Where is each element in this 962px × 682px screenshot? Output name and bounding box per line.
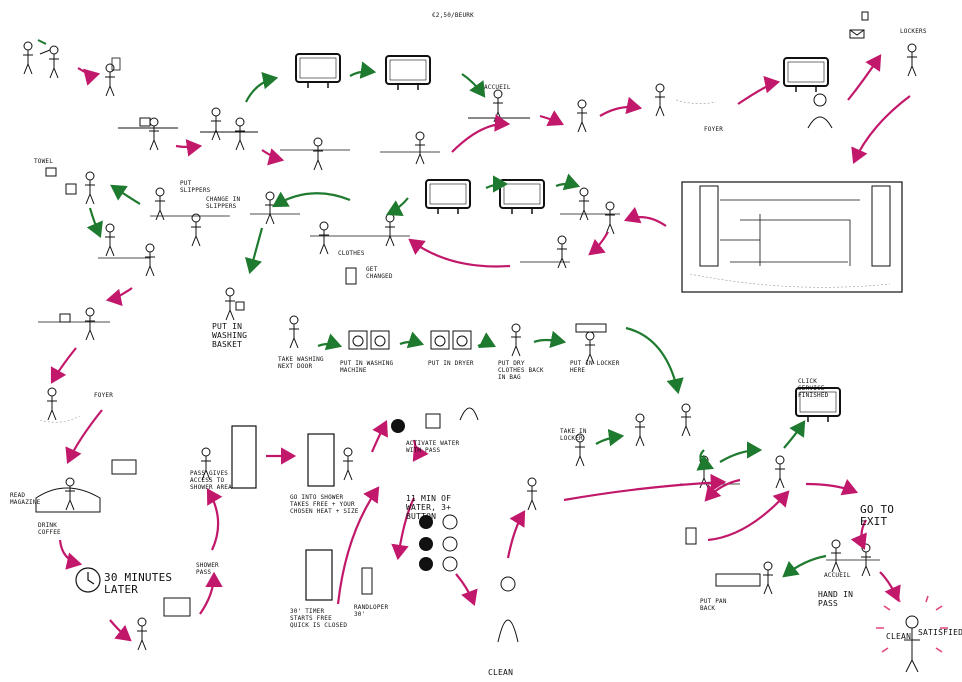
scene-hand-pass (826, 539, 880, 577)
scene-big-person (807, 93, 833, 129)
locker-here-label: put in locker here (570, 360, 620, 374)
lockers-label: lockers (900, 28, 927, 35)
dryer-label: put in dryer (428, 360, 474, 367)
scene-clothes (310, 213, 410, 285)
scene-pass-reader (391, 407, 479, 433)
pass-access-label: pass gives access to shower area (190, 470, 232, 491)
scene-shower-couple (98, 223, 156, 277)
put-slippers-label: put slippers (180, 180, 211, 194)
scene-shower-door (200, 425, 257, 489)
scene-counter (118, 117, 178, 151)
scene-foyer-top (654, 83, 717, 117)
scene-towel (45, 167, 96, 205)
scene-take-washing (288, 315, 300, 349)
min-of-water-label: 11 min of water, 3+ button (406, 494, 452, 521)
scene-reading (35, 459, 137, 513)
scene-soap (38, 307, 110, 341)
scene-foyer-left (39, 387, 81, 423)
scene-slippers (150, 187, 230, 247)
price-label: €2,50/beurk (432, 12, 474, 19)
towel-label: towel (34, 158, 54, 165)
accueil-bottom-label: accueil (824, 572, 851, 579)
scene-locker-bag (576, 99, 588, 133)
clean-end-label: clean (886, 632, 912, 641)
scene-accueil-pay (468, 89, 530, 123)
foyer-top-label: foyer (704, 126, 724, 133)
arrows-green (86, 61, 827, 578)
scene-clean-person (497, 576, 519, 643)
washer-1 (348, 330, 390, 350)
take-washing-label: take washing next door (278, 356, 324, 370)
activate-water-label: activate water with pass (406, 440, 460, 454)
scene-walk-1 (104, 57, 121, 97)
go-into-shower-label: go into shower takes free + your chosen … (290, 494, 359, 515)
scene-service (680, 455, 786, 545)
timer-starts-label: 30' timer starts free quick is closed (290, 608, 348, 629)
accueil-top-label: accueil (484, 84, 511, 91)
foyer-left-label: foyer (94, 392, 114, 399)
drink-coffee-label: drink coffee (38, 522, 61, 536)
clothes-label: clothes (338, 250, 365, 257)
arrows-magenta (50, 54, 911, 642)
washing-basket-label: put in washing basket (212, 322, 248, 349)
scene-satisfied (904, 615, 920, 673)
scene-paths (280, 131, 440, 171)
scene-lockers-icons (849, 11, 918, 77)
scene-dry-clothes (510, 323, 522, 357)
dry-clothes-label: put dry clothes back in bag (498, 360, 544, 381)
scene-changing-room (250, 191, 300, 225)
scene-accueil-2 (520, 235, 570, 269)
scene-locker-here (575, 323, 607, 365)
randloper-label: randloper 30' (354, 604, 389, 618)
screen-5 (499, 179, 545, 215)
scene-accueil-choice (200, 107, 258, 151)
screen-3 (783, 57, 829, 93)
go-to-exit-label: go to exit (860, 503, 895, 528)
scene-slippers-2 (634, 403, 692, 447)
satisfied-label: satisfied (918, 628, 962, 637)
pan-back-label: put pan back (700, 598, 727, 612)
click-service-label: click service finished (798, 378, 829, 399)
thirty-minutes-label: 30 minutes later (104, 571, 173, 596)
clean-bottom-label: clean (488, 668, 514, 677)
washing-machine-label: put in washing machine (340, 360, 394, 374)
screen-2 (385, 55, 431, 91)
screen-4 (425, 179, 471, 215)
scene-shower-timer (361, 567, 373, 595)
take-locker-label: take in locker (560, 428, 587, 442)
building-sketch (681, 181, 903, 293)
change-slippers-label: change in slippers (206, 196, 241, 210)
dryer-1 (430, 330, 472, 350)
read-magazine-label: read magazine (10, 492, 41, 506)
buttons-grid (419, 514, 458, 572)
scene-shower-booth (305, 433, 354, 601)
scene-pan-back (715, 561, 774, 595)
scene-foyer-bench (560, 187, 620, 235)
clock-icon (75, 567, 101, 593)
scene-pass-card (136, 597, 191, 651)
hand-in-pass-label: hand in pass (818, 590, 854, 608)
screen-1 (295, 53, 341, 89)
scene-arrive (22, 39, 60, 79)
get-changed-label: get changed (366, 266, 393, 280)
scene-washing-basket (224, 287, 245, 321)
shower-pass-label: shower pass (196, 562, 219, 576)
